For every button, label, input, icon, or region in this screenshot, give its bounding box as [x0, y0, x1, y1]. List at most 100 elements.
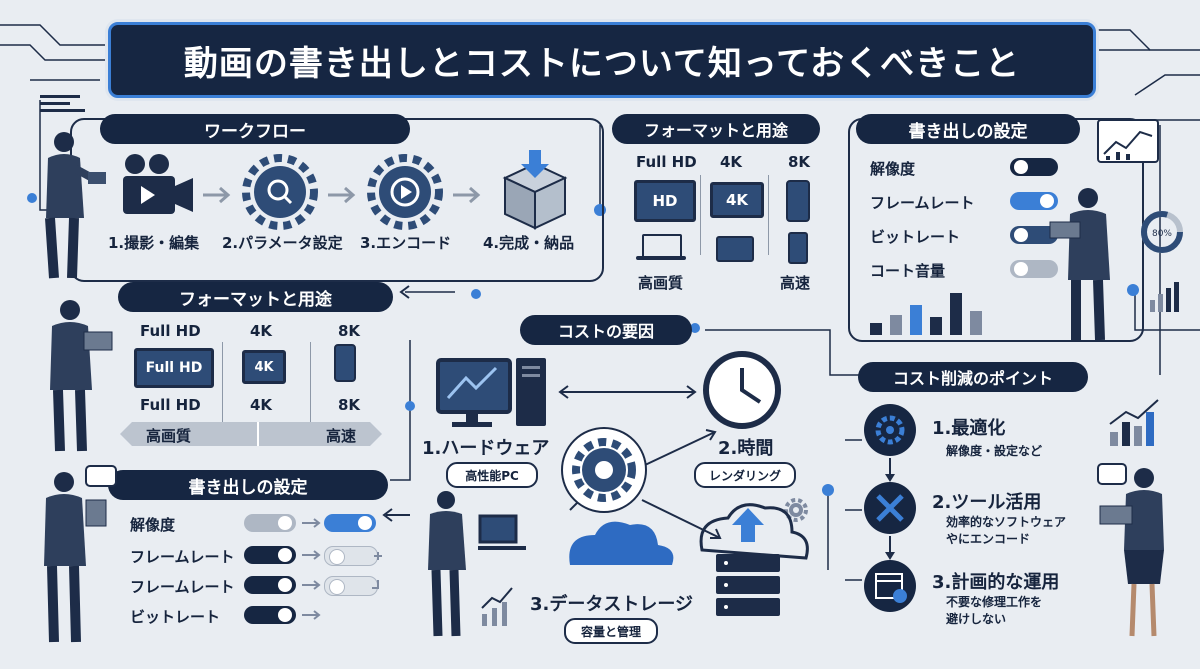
- smartphone-left-icon: [334, 344, 356, 382]
- export-top-row-bitrate: ビットレート: [870, 228, 961, 246]
- desktop-pc-icon: [436, 358, 546, 427]
- tools-icon: [864, 482, 916, 534]
- optimize-gear-icon: [864, 404, 916, 456]
- format-top-quality: 高画質: [638, 274, 684, 292]
- hd-monitor-icon: HD: [634, 180, 696, 222]
- gauge-label: 80%: [1152, 229, 1172, 239]
- cost-storage: 3.データストレージ: [530, 594, 694, 615]
- central-gear-icon: [561, 427, 647, 513]
- cost-hardware-sub-badge: 高性能PC: [446, 462, 538, 488]
- smartphone-icon: [786, 180, 810, 222]
- gear-search-icon: [242, 154, 318, 230]
- page-title-text: 動画の書き出しとコストについて知っておくべきこと: [183, 43, 1021, 84]
- connector-arrow-left: [382, 508, 410, 522]
- format-left-col-4k: 4K: [250, 322, 273, 340]
- cloud-server-icon: [699, 503, 809, 616]
- page-title: 動画の書き出しとコストについて知っておくべきこと: [108, 22, 1096, 98]
- bar-chart-icon: [870, 293, 982, 335]
- workflow-step-3: 3.エンコード: [360, 234, 452, 252]
- format-left-bottom-4k: 4K: [250, 396, 273, 414]
- gauge-icon: 80%: [1141, 211, 1183, 253]
- reduction-item-3-title: 3.計画的な運用: [932, 572, 1060, 593]
- workflow-step-4: 4.完成・納品: [483, 234, 575, 252]
- framerate2-toggle-left-b[interactable]: [324, 576, 378, 596]
- format-left-bottom-8k: 8K: [338, 396, 361, 414]
- resolution-toggle-left-a[interactable]: [244, 514, 296, 532]
- format-top-heading: フォーマットと用途: [612, 114, 820, 144]
- export-left-row-3: フレームレート: [130, 578, 235, 596]
- cloud-icon: [569, 521, 674, 565]
- bitrate-toggle[interactable]: [1010, 226, 1058, 244]
- format-top-col-4k: 4K: [720, 153, 743, 171]
- resolution-toggle[interactable]: [1010, 158, 1058, 176]
- reduction-item-2-desc: 効率的なソフトウェア やにエンコード: [946, 515, 1067, 546]
- framerate2-toggle-left-a[interactable]: [244, 576, 296, 594]
- 4k-monitor-icon: 4K: [710, 182, 764, 218]
- framerate-toggle[interactable]: [1010, 192, 1058, 210]
- line-chart-card-icon: [1097, 119, 1159, 163]
- workflow-step-1: 1.撮影・編集: [108, 234, 200, 252]
- delivery-box-icon: [502, 150, 568, 230]
- workflow-icons: [123, 150, 568, 230]
- export-left-heading: 書き出しの設定: [108, 470, 388, 500]
- mini-bars-icon: [1150, 282, 1179, 312]
- format-left-col-8k: 8K: [338, 322, 361, 340]
- tablet-icon: [716, 236, 754, 262]
- reduction-item-3-desc: 不要な修理工作を 避けしない: [946, 595, 1043, 626]
- export-left-row-4: ビットレート: [130, 608, 221, 626]
- format-top-divider-2: [768, 175, 769, 255]
- reduction-item-1-title: 1.最適化: [932, 418, 1006, 439]
- phone-small-icon: [788, 232, 808, 264]
- toggle-arrows: [302, 518, 382, 620]
- reduction-item-1-desc: 解像度・設定など: [946, 444, 1043, 458]
- export-top-heading: 書き出しの設定: [856, 114, 1080, 144]
- person-woman-laptop-icon: [1097, 463, 1164, 637]
- bitrate-toggle-left[interactable]: [244, 606, 296, 624]
- quality-speed-arrow: [120, 422, 382, 446]
- format-left-heading: フォーマットと用途: [118, 282, 393, 312]
- person-tablet-icon: [45, 132, 106, 279]
- export-top-row-framerate: フレームレート: [870, 194, 975, 212]
- reduction-item-2-title: 2.ツール活用: [932, 492, 1042, 513]
- framerate-toggle-left-a[interactable]: [244, 546, 296, 564]
- cost-hardware: 1.ハードウェア: [422, 438, 550, 459]
- format-left-col-fullhd: Full HD: [140, 322, 201, 340]
- format-left-quality: 高画質: [146, 427, 192, 445]
- workflow-heading: ワークフロー: [100, 114, 410, 144]
- person-tablet-left-icon: [44, 465, 117, 643]
- framerate-toggle-left-b[interactable]: [324, 546, 378, 566]
- resolution-toggle-left-b[interactable]: [324, 514, 376, 532]
- workflow-step-2: 2.パラメータ設定: [222, 234, 343, 252]
- cost-time-sub-badge: レンダリング: [694, 462, 796, 488]
- laptop-icon: [642, 234, 682, 258]
- volume-toggle[interactable]: [1010, 260, 1058, 278]
- cost-diagram: [436, 351, 809, 616]
- format-left-speed: 高速: [326, 427, 357, 445]
- cost-time: 2.時間: [718, 438, 774, 459]
- laptop-base-icon: [636, 256, 686, 260]
- format-left-divider-2: [310, 342, 311, 422]
- format-top-divider-1: [700, 175, 701, 255]
- format-top-speed: 高速: [780, 274, 811, 292]
- person-desk-icon: [428, 491, 526, 637]
- clock-icon: [703, 351, 781, 429]
- connector-arrow-format: [399, 285, 410, 299]
- calendar-icon: [864, 560, 916, 612]
- 4k-monitor-left-icon: 4K: [242, 350, 286, 384]
- video-camera-icon: [123, 154, 193, 214]
- export-left-row-2: フレームレート: [130, 548, 235, 566]
- reduction-icons: [864, 404, 916, 612]
- export-top-row-volume: コート音量: [870, 262, 946, 280]
- reduction-heading: コスト削減のポイント: [858, 362, 1088, 392]
- growth-chart-icon: [1109, 399, 1159, 446]
- small-gear-icon: [784, 498, 808, 522]
- encode-gear-icon: [367, 154, 443, 230]
- export-top-row-resolution: 解像度: [870, 160, 916, 178]
- format-left-divider-1: [222, 342, 223, 422]
- format-top-col-8k: 8K: [788, 153, 811, 171]
- format-left-bottom-fullhd: Full HD: [140, 396, 201, 414]
- export-left-row-1: 解像度: [130, 516, 176, 534]
- cost-storage-sub-badge: 容量と管理: [564, 618, 658, 644]
- cost-heading: コストの要因: [520, 315, 692, 345]
- format-top-col-fullhd: Full HD: [636, 153, 697, 171]
